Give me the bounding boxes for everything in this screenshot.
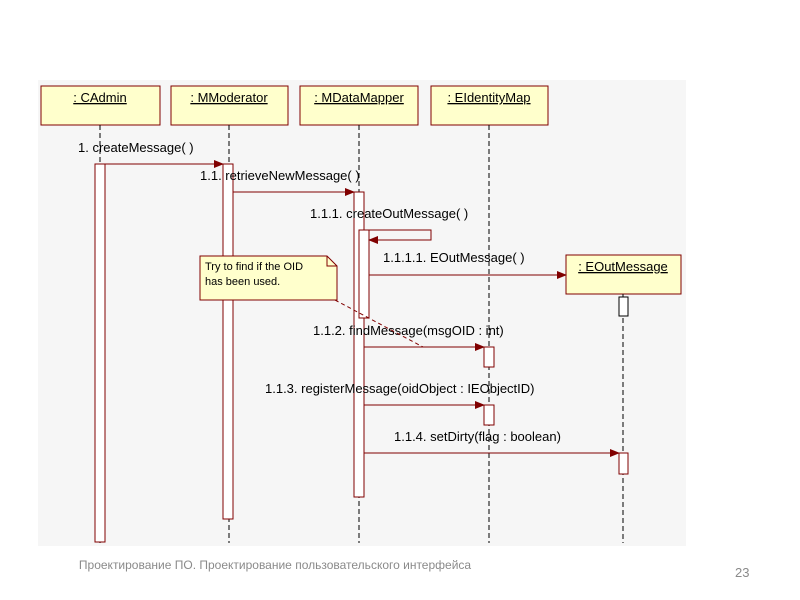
lifeline-eoutmessage-label: : EOutMessage [578,259,668,274]
lifeline-cadmin[interactable]: : CAdmin [40,85,161,543]
message-create-out-message[interactable]: 1.1.1. createOutMessage( ) [310,206,468,244]
lifeline-mmoderator[interactable]: : MModerator [170,85,289,543]
note-line-1: Try to find if the OID [205,261,303,273]
svg-text:1.1.3. registerMessage(oidObje: 1.1.3. registerMessage(oidObject : IEObj… [265,381,535,396]
activation-eidentitymap-find [483,346,495,368]
activation-eoutmessage-create [618,296,629,317]
lifeline-mmoderator-label: : MModerator [190,90,268,105]
activation-mdatamapper-nested [358,229,370,319]
activation-mmoderator [222,163,234,520]
svg-text:1.1.1. createOutMessage( ): 1.1.1. createOutMessage( ) [310,206,468,221]
activation-cadmin [94,163,106,543]
svg-text:1. createMessage( ): 1. createMessage( ) [78,140,194,155]
activation-mdatamapper [353,191,365,498]
note-line-2: has been used. [205,276,280,288]
activation-eidentitymap-register [483,404,495,426]
lifeline-eoutmessage[interactable]: : EOutMessage [565,254,682,543]
footer-title: Проектирование ПО. Проектирование пользо… [78,558,472,572]
message-find-message[interactable]: 1.1.2. findMessage(msgOID : int) [313,323,504,351]
activation-eoutmessage-setdirty [618,452,629,475]
lifeline-eidentitymap-label: : EIdentityMap [447,90,530,105]
lifeline-eidentitymap[interactable]: : EIdentityMap [430,85,549,543]
lifeline-cadmin-label: : CAdmin [73,90,126,105]
message-register-message[interactable]: 1.1.3. registerMessage(oidObject : IEObj… [265,381,535,409]
svg-text:1.1.2. findMessage(msgOID : in: 1.1.2. findMessage(msgOID : int) [313,323,504,338]
svg-text:1.1.1.1. EOutMessage( ): 1.1.1.1. EOutMessage( ) [383,250,525,265]
message-retrieve-new-message[interactable]: 1.1. retrieveNewMessage( ) [200,168,360,196]
svg-text:1.1.4. setDirty(flag : boolean: 1.1.4. setDirty(flag : boolean) [394,429,561,444]
message-eoutmessage-constructor[interactable]: 1.1.1.1. EOutMessage( ) [369,250,567,279]
page-number: 23 [735,565,750,580]
svg-text:1.1. retrieveNewMessage( ): 1.1. retrieveNewMessage( ) [200,168,360,183]
message-create-message[interactable]: 1. createMessage( ) [78,140,224,168]
message-set-dirty[interactable]: 1.1.4. setDirty(flag : boolean) [364,429,620,457]
lifeline-mdatamapper-label: : MDataMapper [314,90,404,105]
note-anchor-line [334,299,424,348]
note-oid-check[interactable]: Try to find if the OID has been used. [199,255,424,348]
